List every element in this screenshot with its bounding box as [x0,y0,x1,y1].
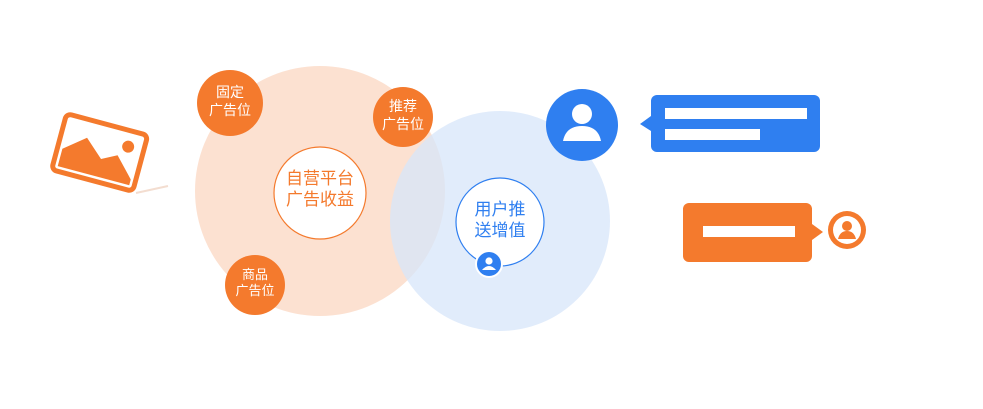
product-ad-badge-circle [225,255,285,315]
recommended-ad-badge-circle [373,87,433,147]
ad-revenue-line1: 自营平台 [286,169,354,189]
product-ad-badge: 商品 广告位 [225,268,285,301]
recommended-ad-line1: 推荐 [389,99,417,115]
recommended-ad-line2: 广告位 [382,116,424,133]
ad-revenue-label: 自营平台 广告收益 [274,169,366,212]
message-line [703,226,795,237]
product-ad-line2: 广告位 [235,284,275,300]
fixed-ad-badge: 固定 广告位 [198,85,262,120]
user-push-line2: 送增值 [474,221,526,242]
ad-revenue-line2: 广告收益 [286,190,354,211]
user-small-icon [475,250,503,278]
recommended-ad-badge: 推荐 广告位 [373,99,433,134]
user-avatar-icon [828,211,866,249]
user-push-line1: 用户推 [474,200,526,220]
user-avatar-icon [546,89,618,161]
fixed-ad-badge-circle [197,70,263,136]
product-ad-line1: 商品 [241,268,268,283]
blue-message-bubble [640,95,820,152]
orange-message-bubble [683,203,823,262]
fixed-ad-line1: 固定 [216,85,244,101]
image-shadow-line [135,185,169,194]
ad-revenue-ring [273,146,367,240]
message-line [665,129,760,140]
message-line [665,108,807,119]
user-push-label: 用户推 送增值 [458,200,542,243]
image-icon [50,112,150,193]
fixed-ad-line2: 广告位 [209,102,251,119]
